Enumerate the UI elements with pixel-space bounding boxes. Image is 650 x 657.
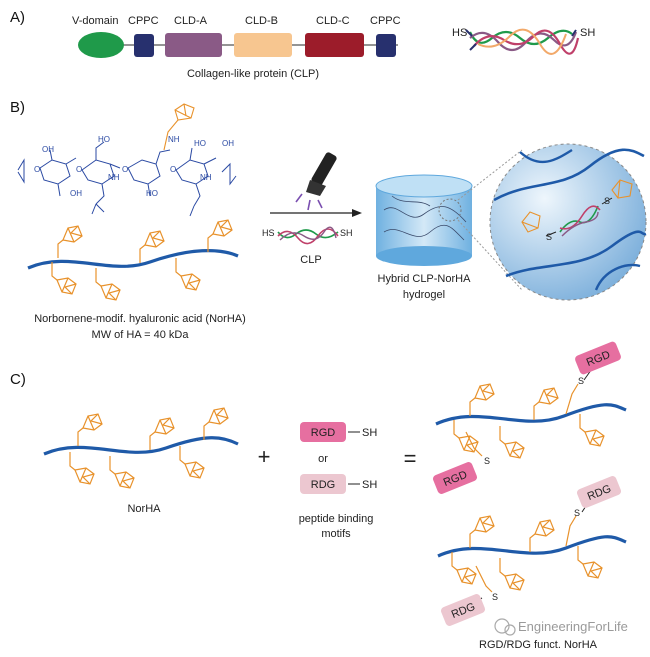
ha-chemical-structure — [17, 141, 237, 217]
domain-label-cppc-left: CPPC — [128, 15, 159, 27]
clp-triple-helix: HS SH — [452, 27, 595, 55]
domain-label-cppc-right: CPPC — [370, 15, 401, 27]
zoom-s-label-1: S — [546, 232, 552, 242]
plus-sign: + — [258, 444, 271, 469]
rgd-text: RGD — [311, 427, 336, 439]
norha-backbone-c — [43, 407, 239, 489]
cld-c-shape — [305, 33, 364, 57]
domain-label-v-domain: V-domain — [72, 15, 118, 27]
svg-text:NH: NH — [168, 135, 180, 144]
rgd-functionalized-norha — [432, 341, 627, 494]
rdg-box — [300, 474, 346, 494]
rdg-box-left — [440, 594, 486, 626]
svg-text:O: O — [34, 165, 40, 174]
rgd-left-s: S — [484, 456, 490, 466]
hydrogel-cylinder — [375, 174, 473, 266]
clp-label: CLP — [300, 254, 321, 266]
clp-domain-diagram: V-domain CPPC CLD-A CLD-B CLD-C CPPC Col… — [72, 15, 401, 80]
panel-label-c: C) — [10, 371, 26, 388]
rgd-top-s: S — [578, 376, 584, 386]
motif-caption-line2: motifs — [321, 528, 351, 540]
clp-helix-small: HS SH — [262, 226, 353, 245]
svg-text:O: O — [122, 165, 128, 174]
clp-caption: Collagen-like protein (CLP) — [187, 68, 319, 80]
domain-label-cld-a: CLD-A — [174, 15, 208, 27]
rdg-thiol-motif: RDG SH — [300, 474, 377, 494]
rdg-top-s: S — [574, 508, 580, 518]
rdg-left-s: S — [492, 592, 498, 602]
rgd-box-left — [432, 462, 478, 494]
domain-label-cld-c: CLD-C — [316, 15, 350, 27]
motif-caption-line1: peptide binding — [299, 513, 374, 525]
helix-hs-label: HS — [452, 27, 467, 39]
cppc-shape-right — [376, 34, 396, 57]
hydrogel-caption-line1: Hybrid CLP-NorHA — [378, 273, 472, 285]
svg-text:NH: NH — [200, 173, 212, 182]
rdg-box-top — [576, 476, 622, 508]
rgd-sh: SH — [362, 427, 377, 439]
ha-atom-labels: OH OH OH NH NH NH HO HO HO O O O O — [34, 135, 234, 198]
panel-label-a: A) — [10, 9, 25, 26]
ha-linker-norbornene — [163, 103, 195, 151]
uv-flashlight-icon — [295, 152, 337, 211]
hydrogel-caption-line2: hydrogel — [403, 289, 445, 301]
norha-caption-line2: MW of HA = 40 kDa — [92, 329, 190, 341]
zoom-line-top — [457, 149, 523, 201]
rgd-box-top — [575, 341, 621, 375]
result-caption: RGD/RDG funct. NorHA — [479, 639, 598, 651]
norha-backbone-b — [27, 219, 239, 301]
panel-label-b: B) — [10, 99, 25, 116]
zoom-s-label-2: S — [604, 196, 610, 206]
wechat-icon — [494, 618, 510, 634]
v-domain-shape — [78, 32, 124, 58]
rgd-box — [300, 422, 346, 442]
svg-text:HO: HO — [194, 139, 206, 148]
cld-b-shape — [234, 33, 292, 57]
domain-label-cld-b: CLD-B — [245, 15, 278, 27]
crosslink-zoom-circle — [489, 143, 647, 301]
cppc-shape-left — [134, 34, 154, 57]
norha-label: NorHA — [127, 503, 161, 515]
watermark-text: EngineeringForLife — [518, 619, 628, 634]
rdg-text: RDG — [311, 479, 335, 491]
helix-sh-label: SH — [580, 27, 595, 39]
rdg-functionalized-norha — [437, 476, 627, 626]
watermark: EngineeringForLife — [494, 618, 628, 636]
svg-text:OH: OH — [70, 189, 82, 198]
small-helix-hs: HS — [262, 228, 275, 238]
svg-text:OH: OH — [222, 139, 234, 148]
small-helix-sh: SH — [340, 228, 353, 238]
svg-text:OH: OH — [42, 145, 54, 154]
rgd-thiol-motif: RGD SH — [300, 422, 377, 442]
svg-text:HO: HO — [146, 189, 158, 198]
cld-a-shape — [165, 33, 222, 57]
or-label: or — [318, 453, 328, 465]
norha-caption-line1: Norbornene-modif. hyaluronic acid (NorHA… — [34, 313, 246, 325]
reaction-arrow — [270, 209, 362, 217]
svg-text:O: O — [76, 165, 82, 174]
equals-sign: = — [404, 446, 417, 471]
rdg-sh: SH — [362, 479, 377, 491]
svg-text:O: O — [170, 165, 176, 174]
svg-text:NH: NH — [108, 173, 120, 182]
svg-text:HO: HO — [98, 135, 110, 144]
